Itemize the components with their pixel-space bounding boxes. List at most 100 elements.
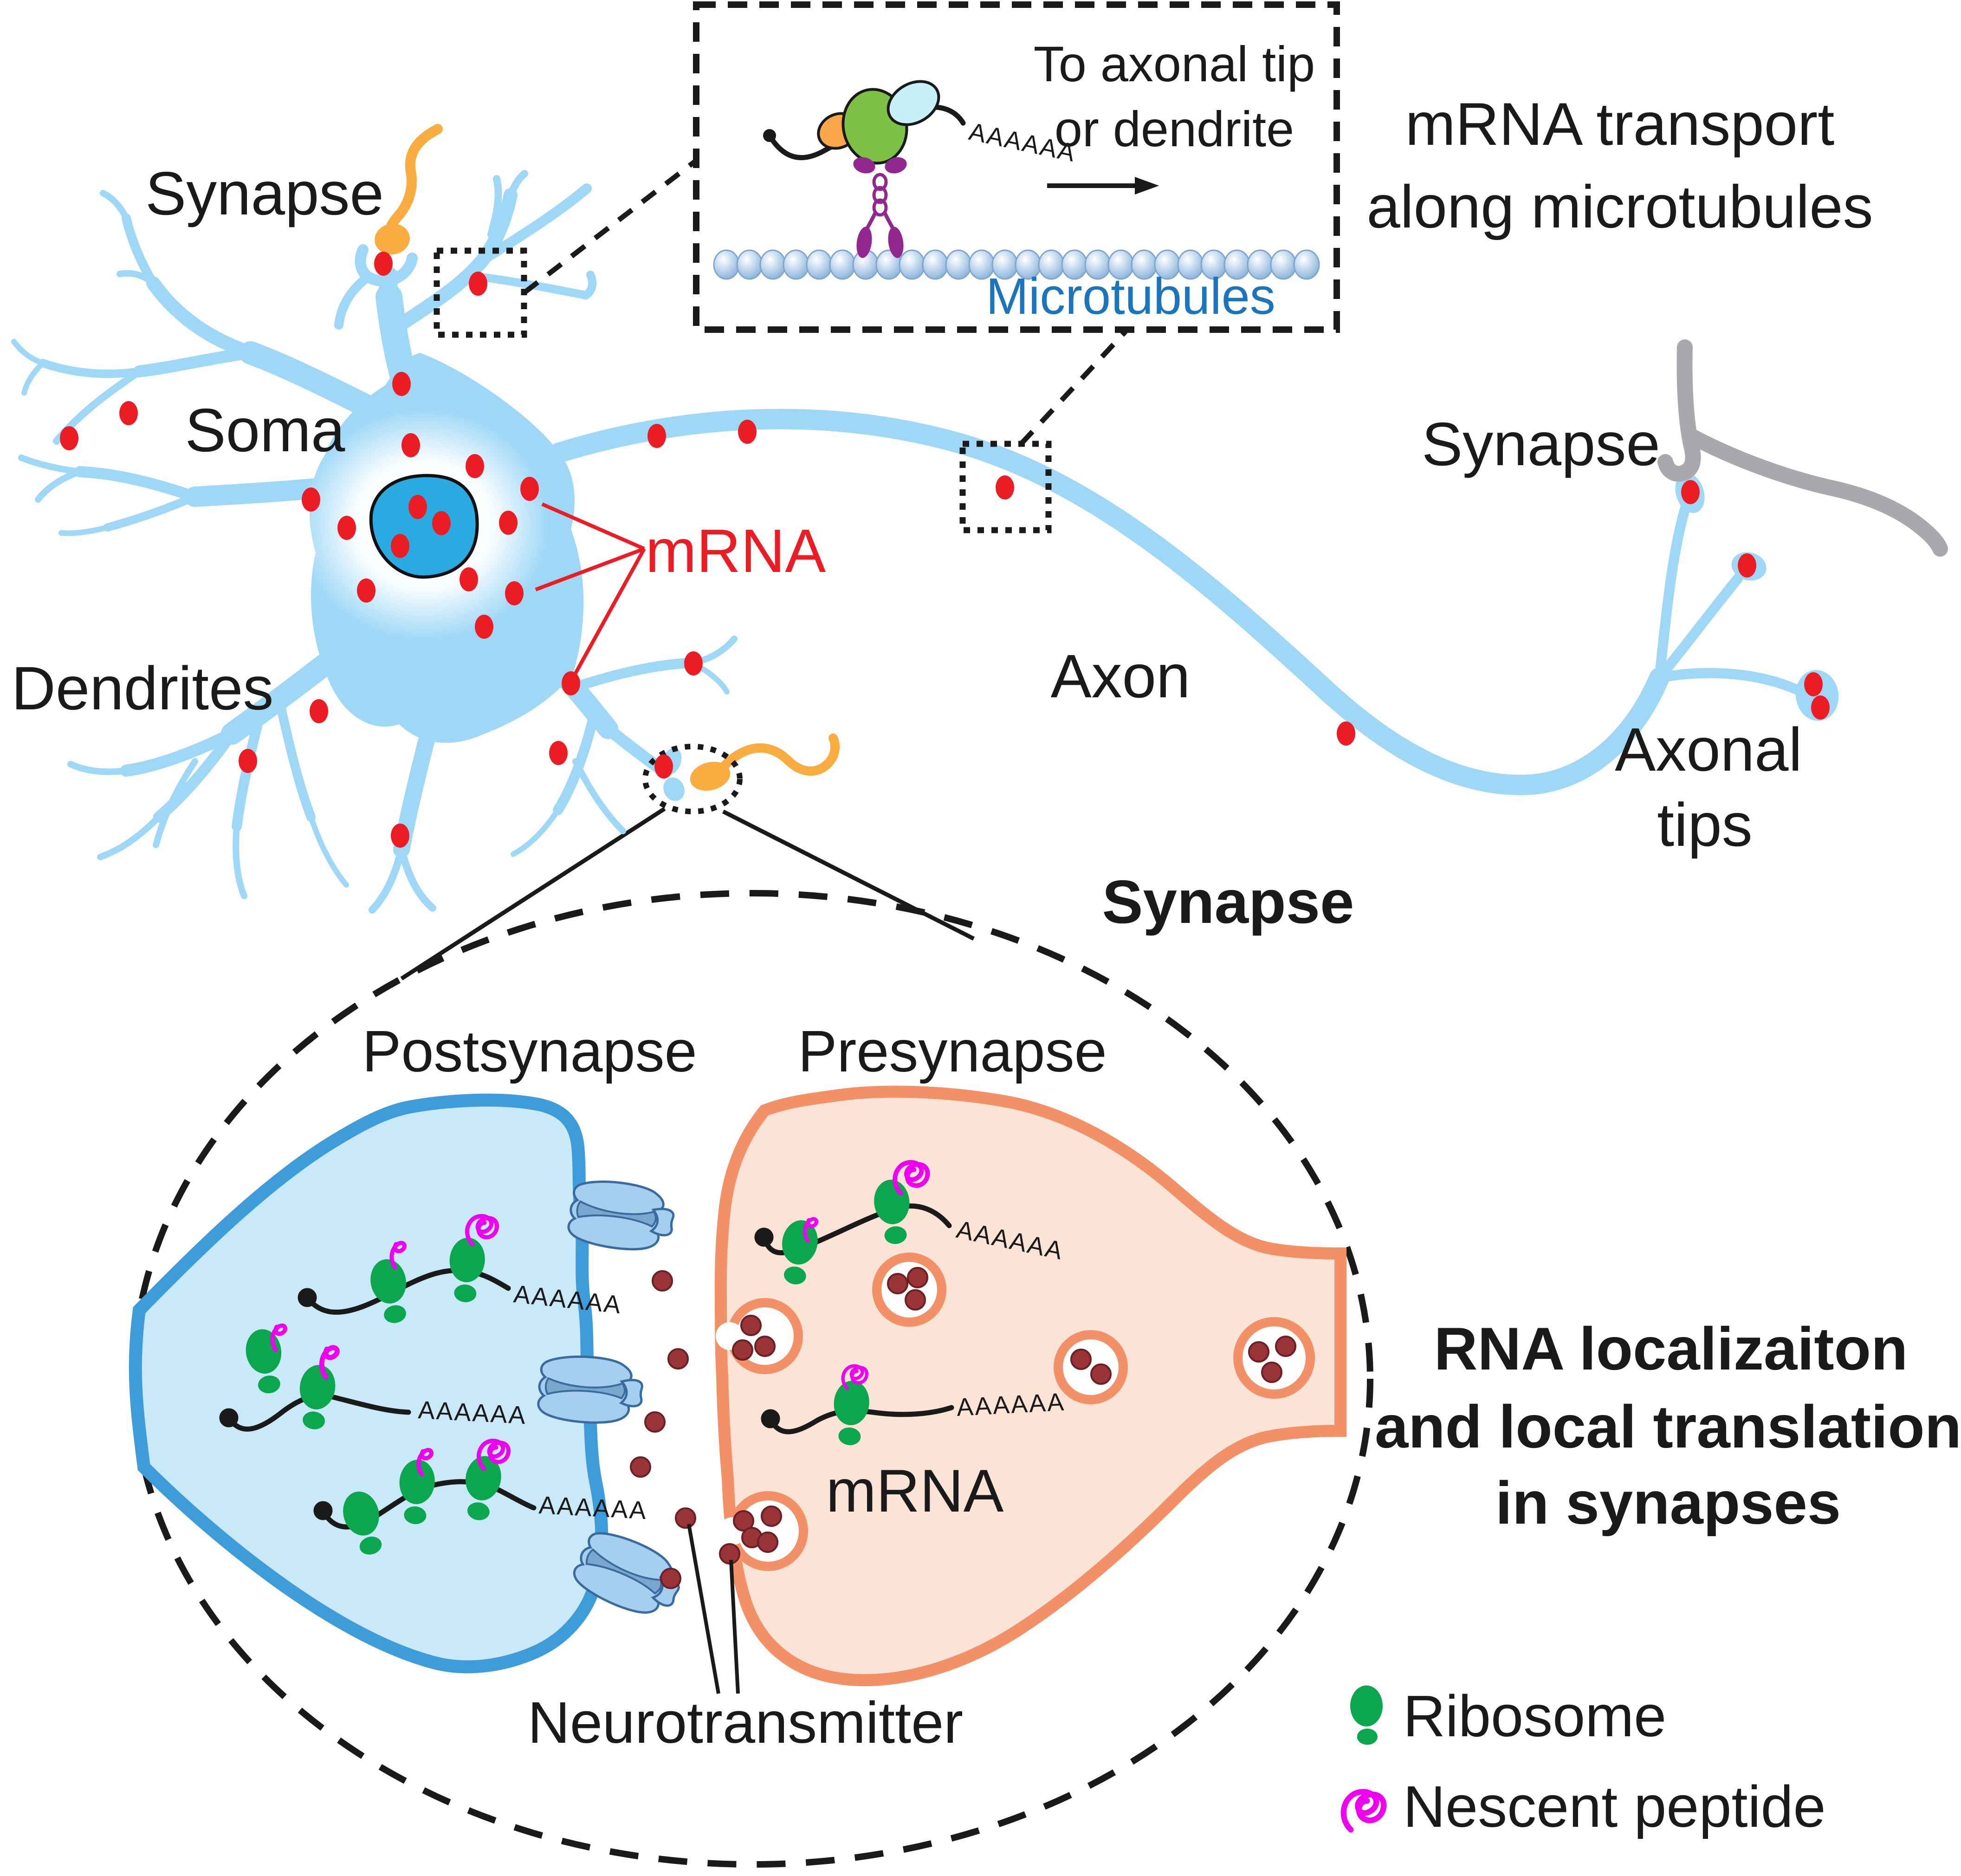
neurotransmitter-label: Neurotransmitter bbox=[528, 1690, 963, 1755]
headline-line1: mRNA transport bbox=[1405, 90, 1835, 158]
mrna-dot bbox=[374, 252, 393, 276]
neurotransmitter-dot bbox=[757, 1532, 778, 1553]
neurotransmitter-dot bbox=[1261, 1362, 1282, 1383]
mrna-granules bbox=[60, 252, 1830, 848]
mrna-dot bbox=[391, 824, 409, 848]
dendrites-graphic bbox=[11, 170, 1801, 914]
mrna-dot bbox=[408, 495, 427, 519]
neurotransmitter-pointer bbox=[729, 1559, 740, 1694]
neurotransmitter-dot bbox=[905, 1289, 926, 1311]
microtubule-bead bbox=[922, 249, 949, 280]
inset-box bbox=[693, 1, 1340, 333]
microtubule-bead bbox=[829, 249, 856, 280]
mrna-dot bbox=[310, 699, 328, 723]
receptor-channel bbox=[537, 1354, 644, 1426]
mrna-dot bbox=[996, 475, 1014, 500]
microtubule-bead bbox=[713, 249, 740, 280]
mrna-dot bbox=[337, 516, 356, 540]
neurotransmitter-dot bbox=[667, 1348, 689, 1370]
microtubule-bead bbox=[945, 249, 972, 280]
neurotransmitter-dot bbox=[652, 1270, 673, 1292]
neurotransmitter-dot bbox=[1275, 1336, 1296, 1357]
rna-localization-line1: RNA localizaiton bbox=[1434, 1315, 1908, 1383]
microtubule-bead bbox=[736, 249, 763, 280]
mrna-dot bbox=[549, 741, 568, 765]
fusing-vesicles bbox=[716, 1298, 808, 1571]
mrna-dot bbox=[684, 651, 703, 675]
figure-labels: Synapse Soma Dendrites mRNA Axon Synapse… bbox=[12, 90, 1961, 1537]
poly-a-tail: AAAAAA bbox=[538, 1491, 648, 1525]
axonal-tips-label-line2: tips bbox=[1657, 791, 1752, 859]
neurotransmitter-dot bbox=[1090, 1363, 1112, 1385]
mrna-cap bbox=[763, 129, 776, 142]
axon-graphic bbox=[549, 409, 1670, 795]
orange-synapse-terminals bbox=[375, 124, 840, 791]
presynapse-mrna-label: mRNA bbox=[826, 1457, 1004, 1525]
legend-nescent-label: Nescent peptide bbox=[1403, 1774, 1826, 1839]
mrna-dot bbox=[475, 615, 493, 639]
mrna-dot bbox=[647, 424, 666, 448]
neurotransmitter-dot bbox=[733, 1510, 754, 1532]
detail-title: Synapse bbox=[1102, 868, 1354, 936]
mrna-dot bbox=[392, 372, 411, 396]
microtubule-bead bbox=[1293, 249, 1320, 280]
legend-ribosome-label: Ribosome bbox=[1403, 1683, 1666, 1749]
zoom-connector-right bbox=[722, 809, 975, 941]
mrna-dot bbox=[401, 433, 420, 457]
inset-caption-line1: To axonal tip bbox=[1034, 36, 1315, 92]
microtubule-graphic bbox=[713, 249, 1320, 280]
mrna-dot bbox=[1337, 721, 1355, 746]
inset-caption-line2: or dendrite bbox=[1055, 101, 1294, 157]
synaptic-vesicle bbox=[1233, 1317, 1315, 1399]
rna-localization-line3: in synapses bbox=[1495, 1469, 1841, 1537]
axon-label: Axon bbox=[1051, 642, 1191, 710]
microtubule-bead bbox=[759, 249, 786, 280]
synapse-zoom-circle bbox=[642, 744, 743, 814]
mrna-dot bbox=[460, 567, 478, 591]
rna-localization-line2: and local translation bbox=[1375, 1393, 1961, 1461]
nucleus bbox=[369, 474, 479, 579]
direction-arrow bbox=[1047, 177, 1159, 195]
neurotransmitter-dot bbox=[675, 1507, 696, 1529]
poly-a-tail: AAAAAA bbox=[417, 1396, 527, 1429]
neuron bbox=[11, 124, 1948, 914]
mrna-dot bbox=[357, 578, 375, 603]
mrna-dot bbox=[60, 426, 78, 450]
neurotransmitter-dot bbox=[887, 1273, 908, 1294]
mrna-dot bbox=[239, 749, 257, 773]
mrna-label: mRNA bbox=[646, 517, 826, 585]
synaptic-vesicles bbox=[872, 1253, 1315, 1404]
ribosome-icon bbox=[1350, 1685, 1383, 1745]
mrna-dot bbox=[520, 477, 539, 501]
neurotransmitter-dot bbox=[644, 1411, 666, 1433]
mrna-dot bbox=[1804, 672, 1823, 696]
presynapse-label: Presynapse bbox=[798, 1019, 1107, 1084]
zoom-connector-left bbox=[400, 807, 666, 980]
mrna-pointer-lines bbox=[535, 502, 646, 683]
presynapse-body bbox=[714, 1085, 1346, 1687]
synapse-detail: AAAAAA AAAAAA AAAAAA AAAAAA AAAAAA Synap… bbox=[129, 807, 1373, 1868]
mrna-dot bbox=[505, 581, 524, 605]
neurotransmitter-dot bbox=[732, 1339, 753, 1361]
dendrites-label: Dendrites bbox=[12, 654, 274, 722]
synaptic-vesicle bbox=[1054, 1330, 1128, 1404]
zoom-dash-connector bbox=[523, 159, 697, 295]
zoom-dash-connector bbox=[1019, 330, 1128, 446]
postsynapse-body bbox=[129, 1093, 608, 1674]
neurotransmitter-dot bbox=[1248, 1341, 1269, 1363]
synaptic-vesicle bbox=[872, 1253, 946, 1327]
mrna-dot bbox=[302, 487, 320, 512]
mrna-dot bbox=[1681, 480, 1700, 504]
other-neuron-graphic bbox=[1657, 339, 1948, 557]
kinesin-motor bbox=[853, 157, 907, 258]
mrna-dot bbox=[738, 420, 757, 444]
neurotransmitter-dot bbox=[761, 1506, 782, 1527]
mrna-dot bbox=[469, 272, 487, 296]
poly-a-tail: AAAAAA bbox=[956, 1388, 1066, 1422]
mrna-dot bbox=[119, 401, 138, 425]
axon-zoom-box bbox=[959, 441, 1052, 533]
mrna-dot bbox=[654, 754, 673, 779]
mrna-dot bbox=[432, 511, 451, 535]
postsynapse-label: Postsynapse bbox=[362, 1019, 697, 1084]
